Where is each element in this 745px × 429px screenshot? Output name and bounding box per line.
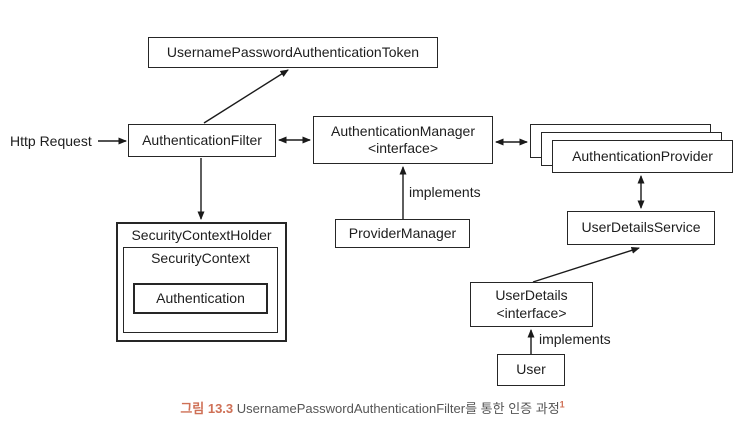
figure-caption-number: 그림 13.3 <box>180 401 234 416</box>
node-authentication: Authentication <box>133 283 268 314</box>
node-user-details-service: UserDetailsService <box>567 211 715 245</box>
implements-label-provider-manager: implements <box>409 184 481 200</box>
arrow-userdetails-to-userdetailsservice <box>532 246 640 283</box>
node-authentication-manager: AuthenticationManager <interface> <box>313 116 493 164</box>
node-authentication-manager-title: AuthenticationManager <box>331 122 475 139</box>
node-user: User <box>497 354 565 386</box>
implements-label-user: implements <box>539 331 611 347</box>
node-provider-manager: ProviderManager <box>335 219 470 248</box>
node-authentication-provider: AuthenticationProvider <box>552 140 733 173</box>
node-authentication-filter: AuthenticationFilter <box>128 124 276 157</box>
node-user-details-title: UserDetails <box>495 287 568 303</box>
figure-caption: 그림 13.3 UsernamePasswordAuthenticationFi… <box>0 398 745 417</box>
node-user-details-stereotype: <interface> <box>496 304 567 321</box>
node-username-password-authentication-token: UsernamePasswordAuthenticationToken <box>148 37 438 68</box>
node-authentication-manager-stereotype: <interface> <box>367 140 439 156</box>
node-user-details: UserDetails <interface> <box>470 282 593 327</box>
figure-caption-footnote-marker: 1 <box>559 399 565 410</box>
http-request-label: Http Request <box>10 133 92 149</box>
figure-caption-title: UsernamePasswordAuthenticationFilter를 통한… <box>233 401 560 416</box>
arrow-filter-to-token <box>203 69 289 124</box>
